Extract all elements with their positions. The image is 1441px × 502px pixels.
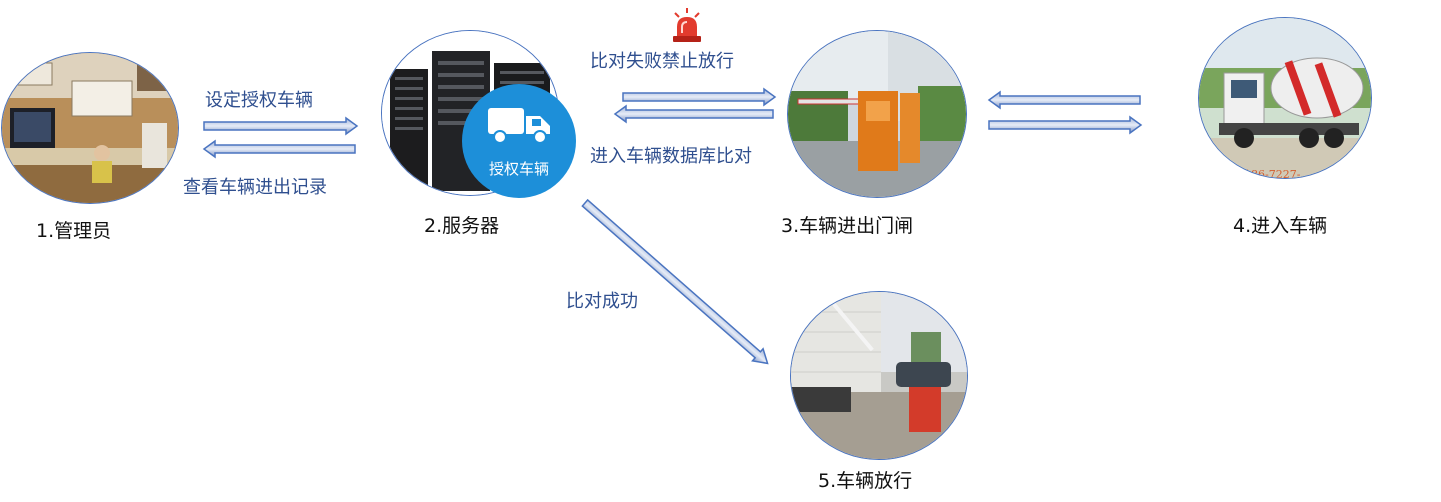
flow-label-success: 比对成功 [566,291,638,312]
arrow-admin-to-server [203,116,359,136]
barrier-gate-image [788,31,966,197]
arrow-server-to-gate [622,87,777,107]
flow-label-set-auth: 设定授权车辆 [205,90,313,111]
vehicle-photo: 186-7227- [1198,17,1372,179]
flow-label-view-records: 查看车辆进出记录 [183,177,327,198]
mixer-truck-image: 186-7227- [1199,18,1371,178]
watermark-text: 186-7227- [1244,168,1301,178]
arrow-server-to-admin [202,139,356,159]
arrow-vehicle-to-gate [987,90,1141,110]
node-label-release: 5.车辆放行 [818,470,913,492]
flow-label-fail-deny: 比对失败禁止放行 [590,51,734,72]
authorized-vehicle-badge: 授权车辆 [462,84,576,198]
node-label-server: 2.服务器 [424,215,500,237]
node-label-vehicle: 4.进入车辆 [1233,215,1328,237]
node-label-gate: 3.车辆进出门闸 [781,215,914,237]
arrow-server-to-release [581,198,769,365]
alarm-light-icon [673,8,701,42]
office-scene-image [2,53,178,203]
gate-open-image [791,292,967,459]
gate-photo [787,30,967,198]
node-label-admin: 1.管理员 [36,220,112,242]
release-photo [790,291,968,460]
flow-label-enter-compare: 进入车辆数据库比对 [590,146,752,167]
admin-photo [1,52,179,204]
badge-label: 授权车辆 [488,160,549,178]
truck-icon [488,108,550,144]
arrow-gate-to-vehicle [988,115,1143,135]
arrow-gate-to-server [613,104,774,124]
